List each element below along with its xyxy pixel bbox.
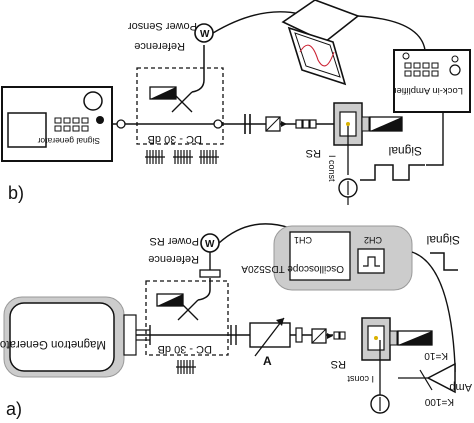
iconst-a-label: I const [347, 374, 374, 384]
k100-label: K=100 [424, 396, 454, 407]
signal-waveform-b [360, 164, 425, 181]
panel-b-tag: b) [8, 183, 24, 203]
attenuator-a-tag: A [263, 354, 272, 368]
k10-label: K=10 [424, 350, 448, 361]
laptop-icon [281, 0, 360, 86]
panel-a-tag: a) [6, 399, 22, 419]
oscilloscope-label: Oscilloscope TDS520A [241, 263, 344, 274]
magnetron-label: Magnetron Generator S & C - Bands [0, 338, 106, 350]
amp-label: Amp [449, 381, 472, 393]
rs-b-label: RS [306, 147, 321, 159]
variable-attenuator-a [249, 322, 291, 348]
lockin-amplifier: Lock-in Amplifier [393, 49, 471, 113]
rs-a-label: RS [331, 358, 346, 370]
lockin-label: Lock-in Amplifier [393, 85, 463, 96]
attenuator-coils-b [145, 150, 219, 164]
iconst-b-label: I const [327, 155, 337, 182]
directional-coupler-b [149, 86, 177, 100]
power-rs-symbol: W [205, 239, 215, 250]
signal-a-label: Signal [427, 233, 460, 247]
waveguide-cell-a [361, 317, 391, 361]
reference-a-label: Reference [148, 253, 199, 265]
reference-b-label: Reference [134, 40, 185, 52]
power-rs-label: Power RS [149, 235, 199, 247]
panel-b: b) Signal generator [1, 0, 471, 205]
amplifier: Amp K=10 K=100 [398, 350, 472, 407]
signal-generator-b-label: Signal generator [37, 136, 100, 146]
attenuator-a-label: DC - 30 dB [158, 343, 212, 355]
ch1-label: CH1 [294, 235, 312, 245]
signal-waveform-a [430, 252, 458, 271]
oscilloscope: Oscilloscope TDS520A CH1 CH2 [241, 225, 413, 291]
power-sensor-b-label: Power Sensor [128, 20, 197, 32]
load-b [369, 116, 403, 132]
ch2-label: CH2 [364, 235, 382, 245]
directional-coupler-a [156, 293, 184, 307]
attenuator-coils-a [176, 360, 196, 374]
magnetron-generator: Magnetron Generator S & C - Bands [0, 296, 125, 378]
attenuator-b-label: DC - 30 dB [148, 133, 202, 145]
power-sensor-b-symbol: W [200, 29, 210, 40]
signal-generator-b: Signal generator [1, 86, 113, 162]
signal-b-label: Signal [389, 144, 422, 158]
load-a [397, 330, 433, 346]
panel-a: a) Magnetron Generator S & C - Bands DC … [0, 223, 472, 419]
